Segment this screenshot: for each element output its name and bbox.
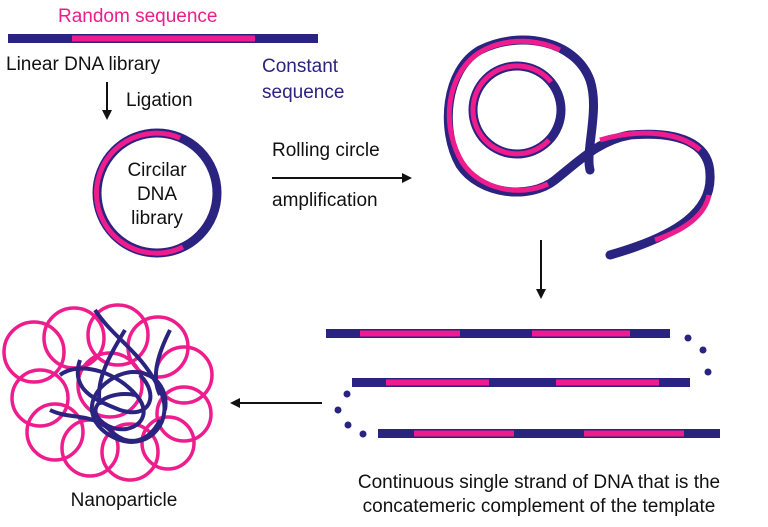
ligation-label: Ligation bbox=[126, 90, 193, 111]
circular-label-1: Circilar bbox=[127, 160, 187, 181]
strand-caption-1: Continuous single strand of DNA that is … bbox=[358, 472, 720, 493]
concatemer-strands bbox=[326, 329, 720, 438]
circular-label-2: DNA bbox=[137, 184, 177, 205]
rca-label-2: amplification bbox=[272, 190, 378, 211]
rca-label-1: Rolling circle bbox=[272, 140, 380, 161]
circular-dna bbox=[92, 128, 222, 258]
nanoparticle-label: Nanoparticle bbox=[71, 490, 178, 511]
circular-label-3: library bbox=[131, 208, 183, 229]
linear-dna-bar bbox=[8, 34, 318, 43]
constant-label-2: sequence bbox=[262, 82, 344, 103]
nanoparticle bbox=[2, 303, 214, 482]
constant-label-1: Constant bbox=[262, 56, 339, 77]
linear-library-label: Linear DNA library bbox=[6, 54, 161, 75]
rolling-circle-product bbox=[443, 35, 715, 260]
strand-caption-2: concatemeric complement of the template bbox=[363, 496, 716, 517]
random-sequence-label: Random sequence bbox=[58, 6, 218, 27]
